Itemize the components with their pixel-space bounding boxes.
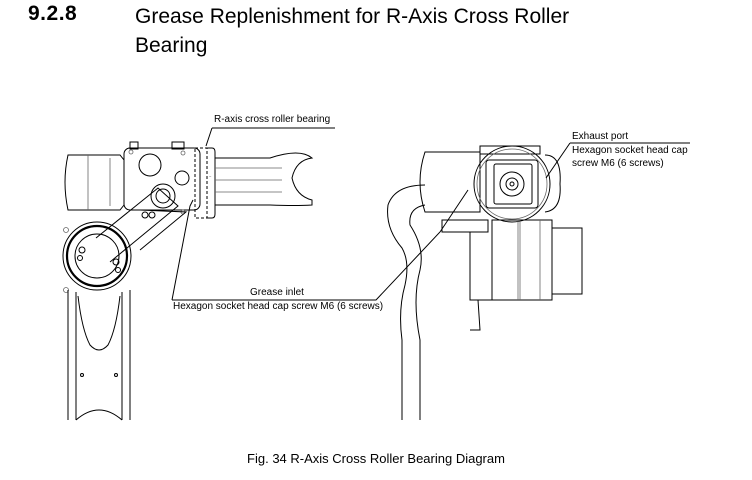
leader-lines (171, 127, 690, 301)
section-title: Grease Replenishment for R-Axis Cross Ro… (135, 2, 695, 60)
left-view-robot-arm: ~ (62, 141, 314, 421)
section-number: 9.2.8 (28, 2, 78, 25)
callout-grease-inlet: Grease inlet (250, 287, 304, 298)
section-title-line-1: Grease Replenishment for R-Axis Cross Ro… (135, 5, 570, 28)
figure-caption: Fig. 34 R-Axis Cross Roller Bearing Diag… (247, 451, 505, 466)
callout-exhaust-screws-2: screw M6 (6 screws) (572, 158, 664, 169)
section-title-line-2: Bearing (135, 34, 208, 57)
right-view-robot-arm (387, 145, 583, 420)
callout-exhaust-port: Exhaust port (572, 131, 629, 142)
svg-text:~: ~ (209, 174, 212, 179)
callout-inlet-screws: Hexagon socket head cap screw M6 (6 scre… (173, 301, 384, 312)
callout-bearing: R-axis cross roller bearing (214, 114, 331, 125)
callout-exhaust-screws-1: Hexagon socket head cap (572, 145, 688, 156)
